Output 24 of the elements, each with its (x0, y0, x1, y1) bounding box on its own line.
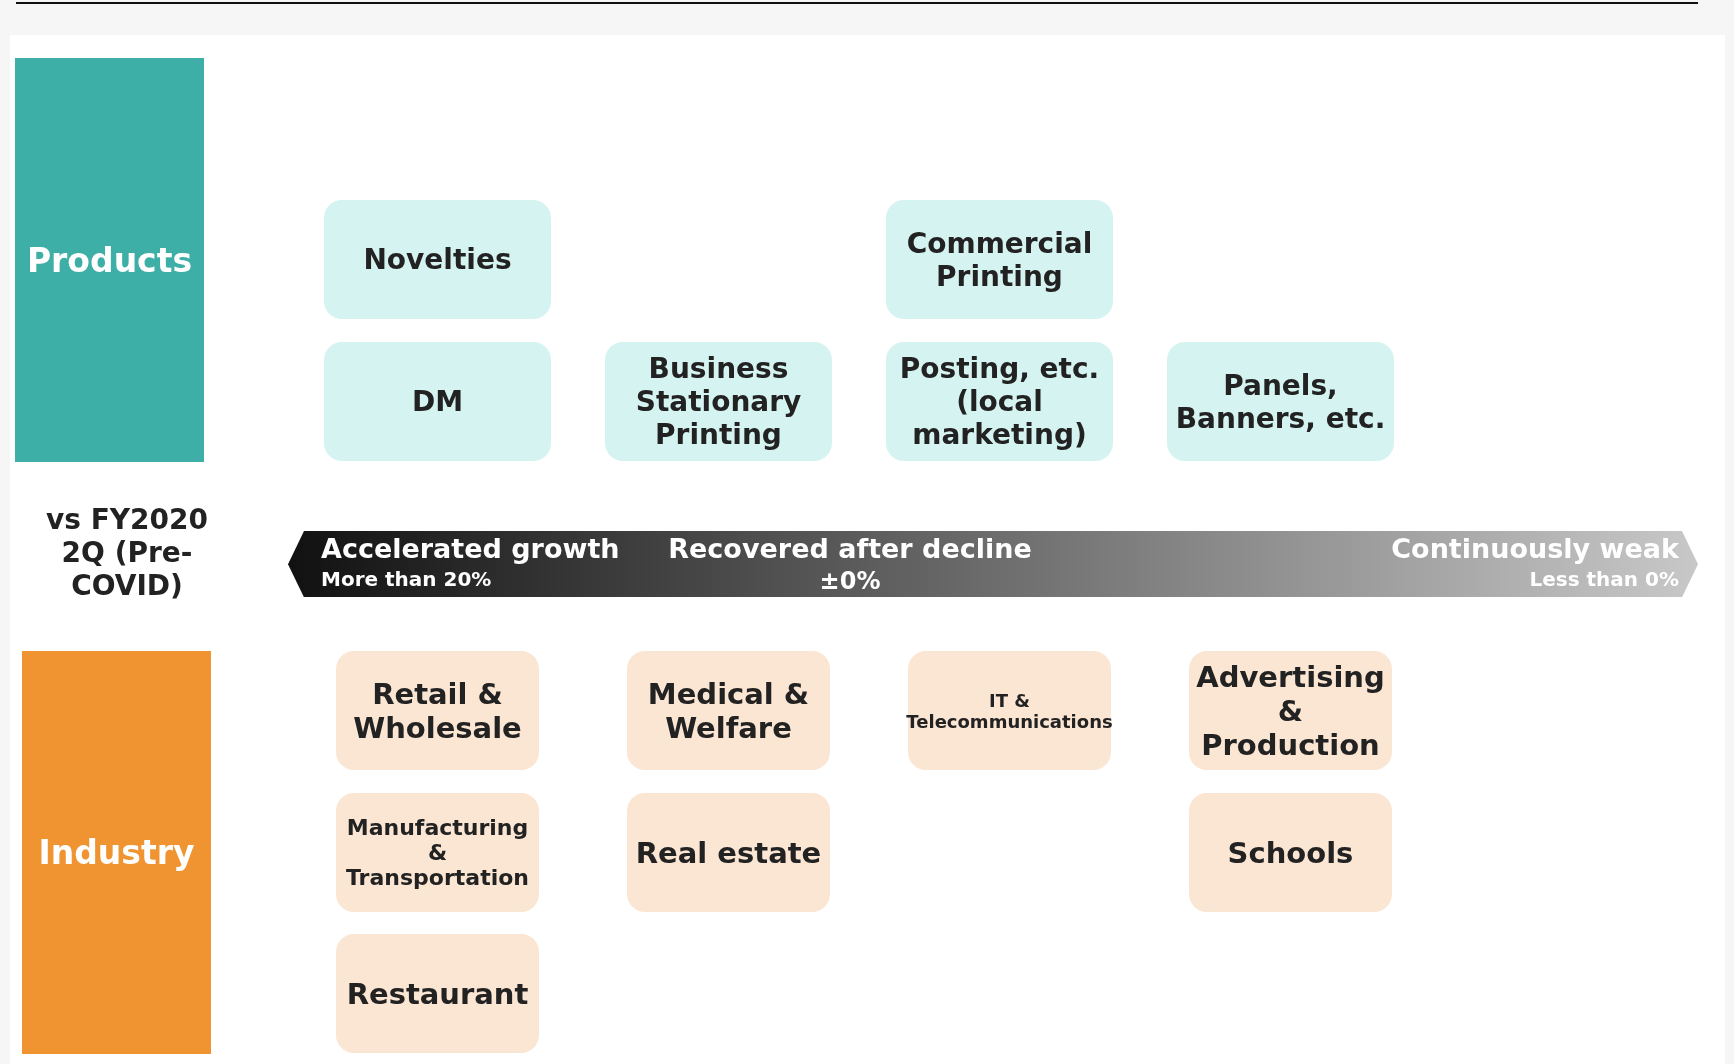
product-box: Posting, etc. (local marketing) (886, 342, 1113, 461)
industry-box: IT & Telecommunications (908, 651, 1111, 770)
scale-value: More than 20% (321, 567, 492, 591)
scale-heading: Accelerated growth (321, 533, 620, 564)
industry-box: Retail & Wholesale (336, 651, 539, 770)
industry-box: Restaurant (336, 934, 539, 1053)
scale-heading: Continuously weak (1391, 533, 1679, 564)
category-band: Industry (22, 651, 211, 1054)
industry-box: Advertising & Production (1189, 651, 1392, 770)
category-band: Products (15, 58, 204, 462)
scale-value: ±0% (819, 567, 881, 595)
product-box: Commercial Printing (886, 200, 1113, 319)
scale-value: Less than 0% (1529, 567, 1679, 591)
industry-box: Medical & Welfare (627, 651, 830, 770)
industry-box: Real estate (627, 793, 830, 912)
product-box: DM (324, 342, 551, 461)
comparison-note: vs FY2020 2Q (Pre-COVID) (45, 503, 209, 602)
product-box: Novelties (324, 200, 551, 319)
gradient-arrow-band (288, 531, 1698, 597)
industry-box: Manufacturing & Transportation (336, 793, 539, 912)
product-box: Business Stationary Printing (605, 342, 832, 461)
product-box: Panels, Banners, etc. (1167, 342, 1394, 461)
industry-box: Schools (1189, 793, 1392, 912)
scale-heading: Recovered after decline (668, 533, 1032, 564)
